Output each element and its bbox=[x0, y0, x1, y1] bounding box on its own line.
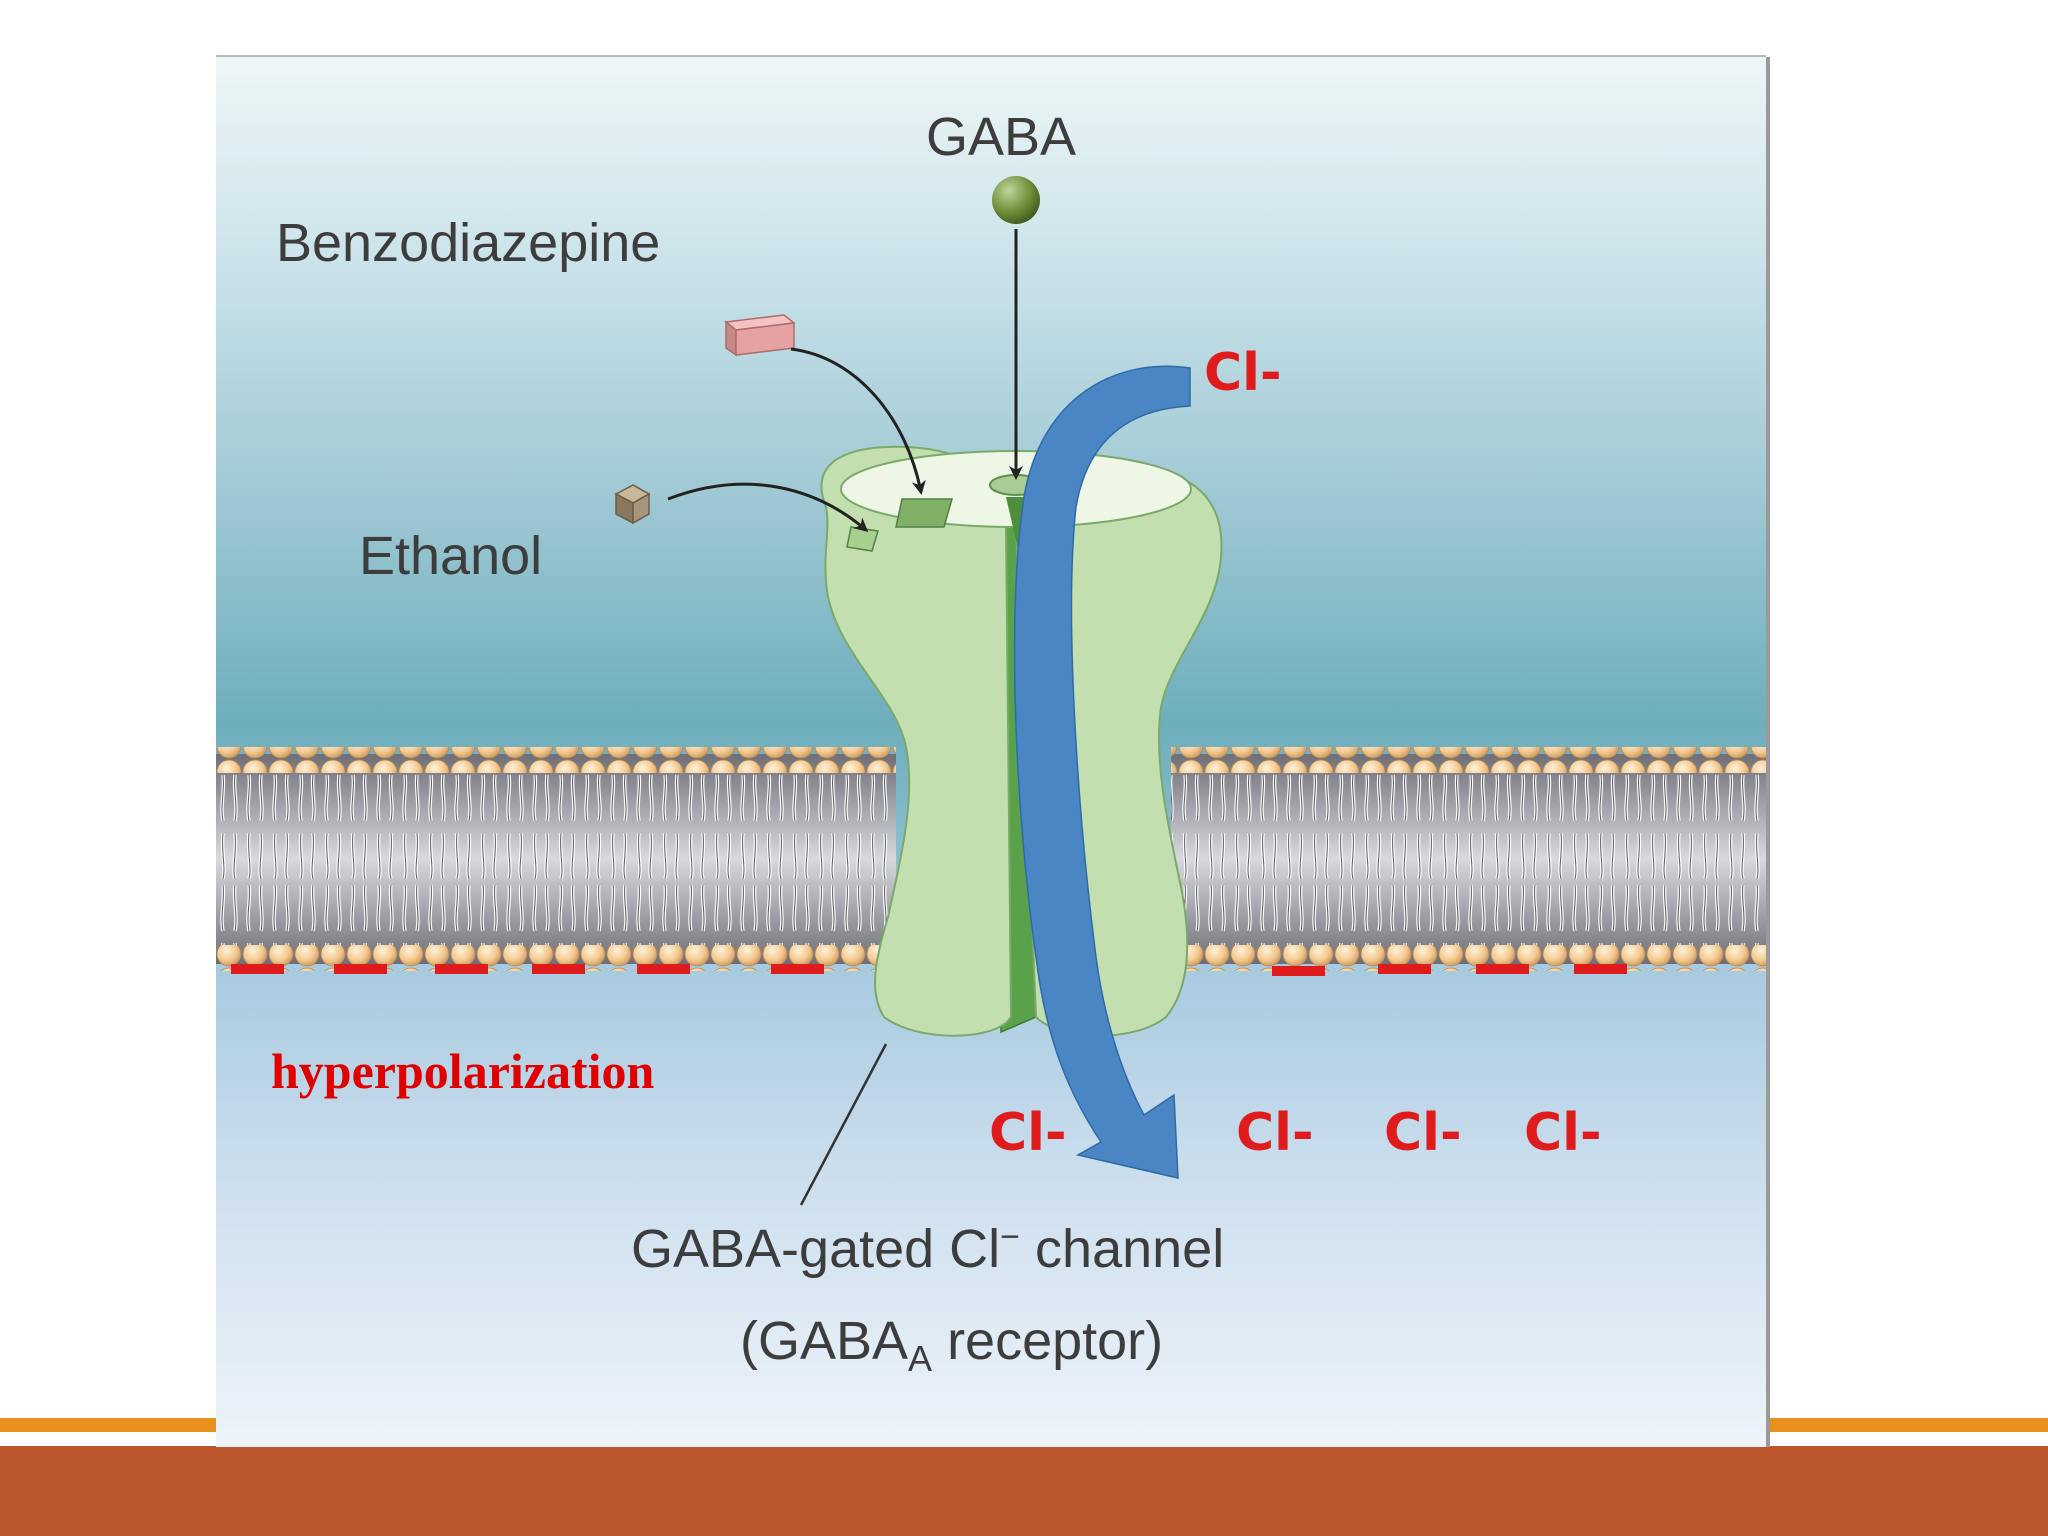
channel-name-text: GABA-gated Cl bbox=[631, 1219, 1001, 1279]
channel-name-line-1: GABA-gated Cl− channel bbox=[631, 1218, 1224, 1280]
ethanol-label: Ethanol bbox=[359, 526, 543, 586]
channel-name-text-end: channel bbox=[1020, 1219, 1225, 1279]
chloride-label-top: Cl- bbox=[1204, 343, 1282, 403]
ethanol-arrow bbox=[667, 482, 869, 532]
membrane-left bbox=[216, 747, 896, 971]
negative-charge-dashes bbox=[231, 964, 1627, 976]
chloride-label-bottom-3: Cl- bbox=[1384, 1103, 1462, 1163]
chloride-flow-arrow bbox=[1013, 365, 1191, 1179]
benzodiazepine-arrow bbox=[790, 347, 926, 495]
gaba-label: GABA bbox=[926, 107, 1077, 167]
chloride-label-bottom-4: Cl- bbox=[1524, 1103, 1602, 1163]
membrane-right bbox=[1171, 747, 1766, 971]
receptor-subscript: A bbox=[908, 1337, 933, 1379]
gaba-receptor-figure: GABA Benzodiazepine Ethanol Cl- Cl- Cl- … bbox=[216, 57, 1766, 1447]
footer-bar bbox=[0, 1446, 2048, 1536]
diagram-canvas bbox=[216, 57, 1766, 1447]
gaba-molecule bbox=[992, 176, 1040, 224]
channel-name-line-2: (GABAA receptor) bbox=[740, 1310, 1163, 1380]
channel-pointer-line bbox=[799, 1043, 888, 1206]
ethanol-molecule bbox=[614, 484, 651, 525]
receptor-name-end: receptor) bbox=[932, 1311, 1164, 1371]
chloride-label-bottom-2: Cl- bbox=[1236, 1103, 1314, 1163]
channel-name-superscript: − bbox=[1000, 1218, 1021, 1256]
chloride-label-bottom-1: Cl- bbox=[989, 1103, 1067, 1163]
benzodiazepine-label: Benzodiazepine bbox=[276, 213, 661, 273]
hyperpolarization-label: hyperpolarization bbox=[271, 1043, 655, 1099]
benzodiazepine-molecule bbox=[724, 314, 796, 357]
receptor-name-start: (GABA bbox=[740, 1311, 909, 1371]
